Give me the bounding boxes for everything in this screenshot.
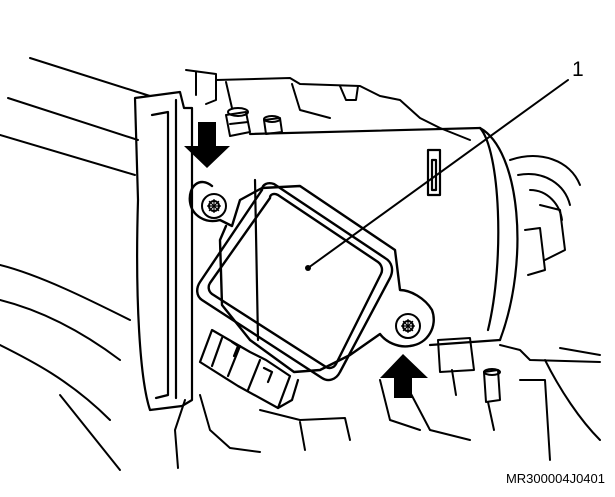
sensor-connector — [198, 328, 300, 410]
lower-housing — [174, 394, 351, 469]
mounting-flange — [133, 90, 194, 412]
callout-number: 1 — [572, 58, 584, 81]
right-components — [499, 155, 601, 461]
callout-target-dot — [305, 265, 311, 271]
reference-code: MR300004J0401 — [506, 471, 605, 486]
top-housing — [185, 69, 471, 141]
throttle-position-sensor — [196, 182, 394, 382]
up-arrow-icon — [380, 354, 428, 398]
callout-leader-line — [307, 79, 569, 269]
torx-screw-icon — [395, 313, 421, 339]
intake-hose — [0, 57, 151, 471]
down-arrow-icon — [184, 122, 230, 168]
torx-screw-icon — [201, 193, 227, 219]
throttle-body-cylinder — [248, 126, 519, 347]
sensor-flange — [188, 180, 435, 374]
top-bolts — [225, 107, 283, 137]
lower-bracket — [379, 337, 501, 441]
